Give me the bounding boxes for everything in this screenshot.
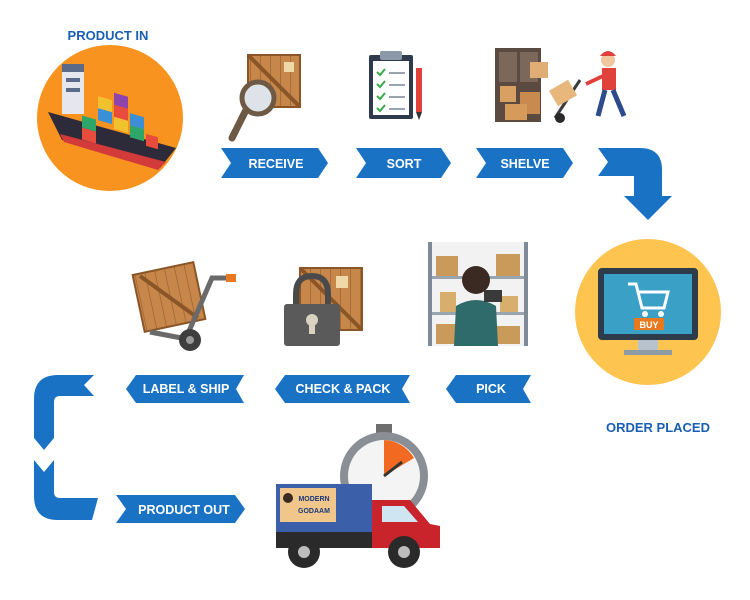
- shelve-label: SHELVE: [500, 157, 549, 171]
- label-ship-step: LABEL & SHIP: [126, 375, 244, 403]
- shelve-step: SHELVE: [476, 148, 573, 178]
- truck-stopwatch-icon: MODERN GODAAM: [276, 424, 440, 568]
- truck-logo-line2: GODAAM: [298, 508, 330, 515]
- label-ship-label: LABEL & SHIP: [143, 382, 230, 396]
- truck-logo-line1: MODERN: [298, 496, 329, 503]
- pick-step: PICK: [446, 375, 531, 403]
- sort-label: SORT: [387, 157, 422, 171]
- check-pack-label: CHECK & PACK: [296, 382, 391, 396]
- sort-step: SORT: [356, 148, 451, 178]
- padlock-crate-icon: [284, 266, 364, 346]
- bracket-arrow-lower: [34, 460, 98, 520]
- buy-button-label: BUY: [639, 320, 658, 330]
- bend-arrow-down: [598, 148, 672, 220]
- crate-dolly-icon: [131, 261, 236, 351]
- check-pack-step: CHECK & PACK: [275, 375, 410, 403]
- magnifier-crate-icon: [228, 53, 302, 142]
- product-out-step: PRODUCT OUT: [116, 495, 245, 523]
- receive-step: RECEIVE: [221, 148, 328, 178]
- ship-icon: [37, 45, 183, 191]
- monitor-cart-icon: BUY: [575, 239, 721, 385]
- clipboard-icon: [369, 51, 422, 120]
- order-placed-title: ORDER PLACED: [606, 420, 710, 435]
- shelf-hand-truck-icon: [495, 48, 627, 123]
- bracket-arrow-upper: [34, 375, 94, 450]
- receive-label: RECEIVE: [249, 157, 304, 171]
- worker-shelves-icon: [428, 242, 528, 346]
- product-out-label: PRODUCT OUT: [138, 503, 230, 517]
- pick-label: PICK: [476, 382, 506, 396]
- product-in-title: PRODUCT IN: [68, 28, 149, 43]
